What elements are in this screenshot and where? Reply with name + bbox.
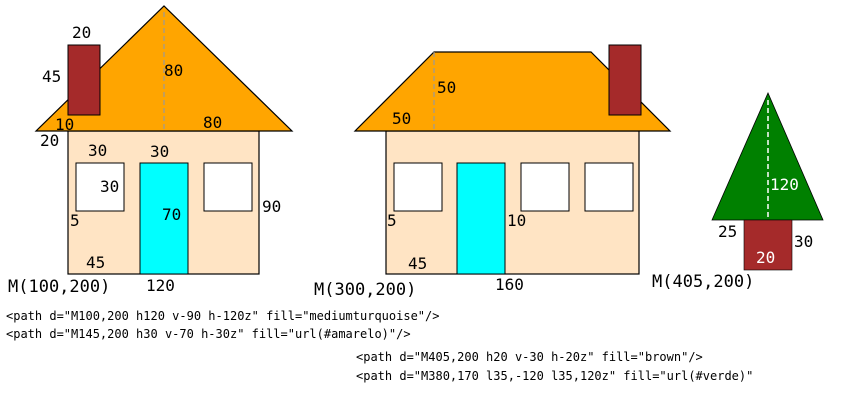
house-1-door-left-label: 45 <box>86 253 105 272</box>
house-1-roof-half-label: 80 <box>203 113 222 132</box>
house-2: 50 50 5 10 45 160 M(300,200) <box>314 44 672 300</box>
house-1-wall-width-label: 120 <box>146 276 175 295</box>
house-2-window-left-label: 5 <box>387 211 397 230</box>
house-1-window-top-label: 30 <box>88 141 107 160</box>
house-1: 20 45 80 10 80 20 30 30 30 70 90 5 45 12… <box>8 5 294 297</box>
house-2-origin-label: M(300,200) <box>314 280 416 300</box>
house-1-roof-edge-label: 10 <box>55 115 74 134</box>
tree-half-base-label: 25 <box>718 222 737 241</box>
house-2-door-left-label: 45 <box>408 254 427 273</box>
house-2-wall-width-label: 160 <box>495 275 524 294</box>
house-1-overhang-label: 20 <box>40 131 59 150</box>
house-1-window-width-label: 30 <box>100 177 119 196</box>
tree-trunk <box>743 219 793 271</box>
tree: 120 25 30 20 M(405,200) <box>652 92 824 292</box>
tree-origin-label: M(405,200) <box>652 272 754 292</box>
house-1-window-1 <box>75 162 125 212</box>
house-1-origin-label: M(100,200) <box>8 277 110 297</box>
house-2-window-2 <box>520 162 570 212</box>
house-2-window-3 <box>584 162 634 212</box>
house-2-chimney <box>608 44 642 116</box>
house-2-door-gap-label: 10 <box>507 211 526 230</box>
tree-trunk-width-label: 20 <box>756 248 775 267</box>
code-line-4: <path d="M380,170 l35,-120 l35,120z" fil… <box>356 369 753 383</box>
house-1-window-left-label: 5 <box>70 211 80 230</box>
code-snippets: <path d="M100,200 h120 v-90 h-120z" fill… <box>6 309 753 383</box>
code-line-2: <path d="M145,200 h30 v-70 h-30z" fill="… <box>6 327 411 341</box>
house-2-roof-height-label: 50 <box>437 78 456 97</box>
code-line-3: <path d="M405,200 h20 v-30 h-20z" fill="… <box>356 350 703 364</box>
house-2-door <box>456 162 506 275</box>
house-1-chimney <box>67 44 101 116</box>
house-2-roof-edge-label: 50 <box>392 109 411 128</box>
house-2-window-1 <box>393 162 443 212</box>
house-1-window-2 <box>203 162 253 212</box>
tree-height-label: 120 <box>770 175 799 194</box>
house-1-door-height-label: 70 <box>162 205 181 224</box>
house-1-door-top-label: 30 <box>150 142 169 161</box>
house-1-chimney-width-label: 20 <box>72 23 91 42</box>
house-1-chimney-height-label: 45 <box>42 67 61 86</box>
house-1-door <box>139 162 189 275</box>
tree-trunk-height-label: 30 <box>794 232 813 251</box>
code-line-1: <path d="M100,200 h120 v-90 h-120z" fill… <box>6 309 439 323</box>
house-1-roof-height-label: 80 <box>164 61 183 80</box>
house-1-wall-height-label: 90 <box>262 197 281 216</box>
